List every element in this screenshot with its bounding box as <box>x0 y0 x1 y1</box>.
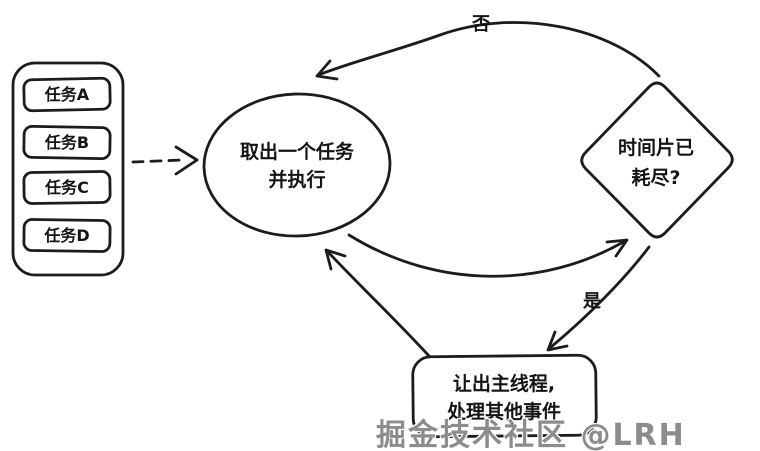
task-item: 任务A <box>22 76 112 113</box>
timeslice-decision-shape <box>580 81 734 239</box>
task-item-d-box <box>22 218 112 253</box>
task-item-b-box <box>22 124 112 161</box>
execute-node-label-line1: 取出一个任务 <box>240 140 355 163</box>
check-arrowhead-icon <box>605 238 629 258</box>
yes-branch-arrowhead-icon <box>546 330 569 352</box>
no-branch-arrowhead-icon <box>315 59 339 81</box>
no-branch-line <box>319 21 661 78</box>
yield-node-label-line1: 让出主线程, <box>453 372 555 395</box>
task-item-a-box <box>22 76 112 113</box>
yield-node-label-line2: 处理其他事件 <box>446 400 561 423</box>
dequeue-arrow <box>131 145 199 176</box>
return-arrow <box>324 248 431 358</box>
check-arrow-line <box>347 233 627 278</box>
dequeue-arrowhead-icon <box>174 145 199 176</box>
task-item-a-label: 任务A <box>44 85 90 104</box>
yes-branch-arrow: 是 <box>546 245 651 352</box>
yes-label: 是 <box>582 291 601 312</box>
task-item-d-label: 任务D <box>43 226 89 245</box>
return-arrowhead-icon <box>324 248 347 271</box>
task-queue-panel: 任务A 任务B 任务C 任务D <box>11 61 125 277</box>
dequeue-arrow-line <box>131 158 185 164</box>
yes-branch-line <box>549 245 651 349</box>
task-item-b-label: 任务B <box>44 133 89 152</box>
timeslice-label-line2: 耗尽? <box>631 167 680 189</box>
timeslice-label-line1: 时间片已 <box>618 136 694 159</box>
execute-node: 取出一个任务 并执行 <box>202 92 392 238</box>
check-arrow <box>347 233 629 278</box>
no-label: 否 <box>471 14 490 35</box>
task-item: 任务D <box>22 218 112 253</box>
timeslice-decision-node: 时间片已 耗尽? <box>580 81 734 239</box>
task-item-c-label: 任务C <box>44 178 89 197</box>
return-arrow-line <box>327 251 431 358</box>
yield-node-shape <box>411 353 598 439</box>
no-branch-arrow: 否 <box>315 14 661 81</box>
task-item-c-box <box>22 170 112 205</box>
task-item: 任务B <box>22 124 112 161</box>
yield-node: 让出主线程, 处理其他事件 <box>411 353 598 439</box>
execute-node-shape <box>202 92 392 238</box>
execute-node-label-line2: 并执行 <box>268 168 325 191</box>
task-item: 任务C <box>22 170 112 205</box>
